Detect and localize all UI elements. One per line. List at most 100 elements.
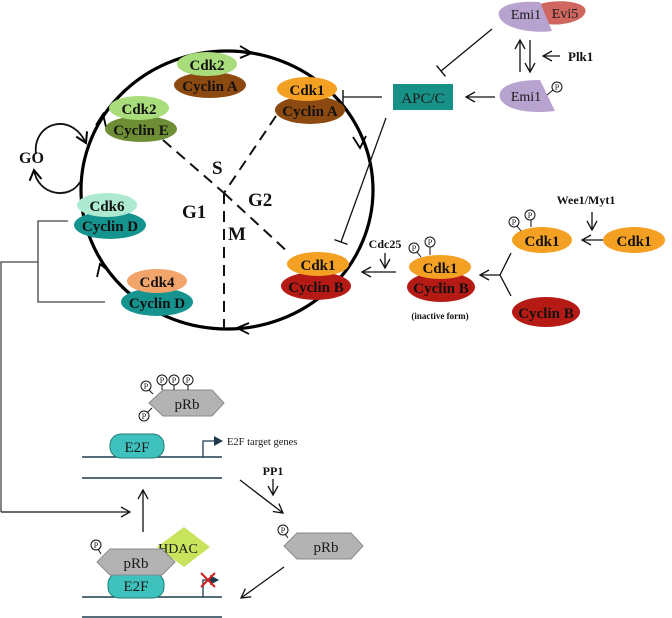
emi1-evi5-complex: Emi1 Evi5 [498, 1, 586, 32]
svg-text:P: P [142, 412, 147, 421]
svg-text:Cyclin E: Cyclin E [113, 123, 168, 139]
svg-text:Cdk1: Cdk1 [616, 234, 651, 250]
pp1-label: PP1 [263, 464, 284, 478]
svg-text:P: P [172, 376, 177, 385]
svg-text:P: P [186, 376, 191, 385]
svg-text:Emi1: Emi1 [511, 90, 541, 105]
hdac-diamond [157, 527, 210, 567]
dna-repressed: HDAC E2F pRb P [82, 527, 222, 618]
svg-text:P: P [144, 382, 149, 391]
svg-text:P: P [160, 376, 165, 385]
apc-c-box: APC/C [393, 84, 453, 110]
complex-cdk1-cyclin-b: Cdk1 Cyclin B [281, 252, 351, 300]
wee1-myt1-label: Wee1/Myt1 [557, 193, 616, 207]
svg-text:APC/C: APC/C [401, 91, 444, 107]
svg-text:P: P [281, 526, 286, 535]
svg-text:P: P [428, 238, 433, 247]
svg-text:Cyclin A: Cyclin A [182, 79, 238, 95]
svg-text:Cyclin D: Cyclin D [129, 296, 185, 312]
svg-text:P: P [412, 244, 417, 253]
cycle-arrow-right [352, 135, 367, 150]
cdk1-ellipse [277, 77, 337, 101]
cyclin-b-free: Cyclin B [512, 297, 580, 327]
prb-hyperphospho: pRb P P P P P [138, 374, 225, 422]
phase-label-g1: G1 [182, 202, 206, 223]
e2f-box [109, 433, 165, 459]
svg-text:Cdk6: Cdk6 [89, 199, 125, 215]
plk1-label: Plk1 [568, 49, 593, 64]
svg-text:Cdk1: Cdk1 [422, 261, 457, 277]
target-genes-label: E2F target genes [227, 437, 297, 448]
emi1-phospho: Emi1 P [499, 80, 563, 112]
cycle-arrow-upper-left [95, 111, 107, 128]
complex-cdk2-cyclin-e: Cdk2 Cyclin E [105, 96, 177, 142]
cdk6-ellipse [77, 193, 137, 217]
svg-text:Cyclin B: Cyclin B [413, 281, 468, 297]
svg-text:Cdk2: Cdk2 [189, 58, 224, 74]
cyclin-d-ellipse [74, 211, 146, 239]
cyclin-b-ellipse [281, 272, 351, 300]
phase-label-s: S [212, 158, 223, 179]
cyclin-d-ellipse [121, 288, 193, 316]
svg-text:Cyclin D: Cyclin D [82, 219, 138, 235]
svg-text:pRb: pRb [174, 397, 199, 413]
svg-text:P: P [94, 541, 99, 550]
prb-hypophospho: pRb P [277, 524, 364, 560]
block-x-icon [200, 572, 216, 588]
phase-label-m: M [228, 224, 246, 245]
cycle-arrow-top [239, 45, 255, 59]
svg-text:Cdk4: Cdk4 [139, 275, 175, 291]
complex-cdk1-cyclin-a: Cdk1 Cyclin A [275, 77, 345, 124]
emi1-evi5-inhibits-apc [436, 28, 493, 77]
svg-text:Cyclin A: Cyclin A [282, 104, 338, 120]
cdk1-free: Cdk1 [603, 227, 665, 253]
dephospho-arrow [239, 479, 285, 514]
svg-text:pRb: pRb [123, 556, 148, 572]
complex-cdk4-cyclin-d: Cdk4 Cyclin D [121, 269, 193, 316]
svg-text:Evi5: Evi5 [552, 7, 578, 22]
svg-text:E2F: E2F [123, 579, 148, 595]
svg-text:P: P [555, 83, 560, 92]
complex-cdk2-cyclin-a: Cdk2 Cyclin A [174, 52, 246, 98]
cycle-arrow-bottom [234, 322, 250, 335]
rebinding-arrow [239, 566, 285, 599]
apc-inhibits-cdk1-cyclin-b [334, 117, 387, 246]
svg-text:P: P [512, 218, 517, 227]
cyclin-d-bracket [0, 220, 132, 518]
svg-text:Cdk1: Cdk1 [289, 83, 324, 99]
cyclin-a-ellipse [275, 96, 345, 124]
merge-lines [499, 252, 512, 297]
cdk1-cyclin-b-inactive: Cdk1 Cyclin B P P [407, 236, 475, 302]
g0-loop [28, 123, 89, 194]
cell-cycle-circle [79, 45, 375, 335]
inactive-form-label: (inactive form) [411, 311, 468, 321]
cdk2-ellipse [109, 96, 169, 120]
cdk1-ellipse [287, 252, 349, 276]
svg-text:Cdk1: Cdk1 [524, 234, 559, 250]
svg-text:Cdk1: Cdk1 [300, 258, 335, 274]
transcription-start-arrow [202, 436, 223, 457]
cdk4-ellipse [127, 269, 187, 293]
svg-text:E2F: E2F [124, 440, 149, 456]
dna-active: E2F E2F target genes [82, 433, 297, 479]
svg-text:P: P [528, 211, 533, 220]
phase-label-g0: GO [19, 150, 44, 167]
cdk2-ellipse [177, 52, 237, 76]
cycle-arrow-left [96, 262, 111, 278]
svg-text:pRb: pRb [313, 540, 338, 556]
svg-text:Cyclin B: Cyclin B [288, 280, 343, 296]
phase-dividers [162, 115, 291, 330]
phase-label-g2: G2 [248, 190, 272, 211]
complex-cdk6-cyclin-d: Cdk6 Cyclin D [74, 193, 146, 239]
cdk1-phospho: Cdk1 P P [508, 209, 572, 253]
svg-text:HDAC: HDAC [158, 542, 198, 557]
evi5-shape [540, 1, 586, 25]
svg-text:Cdk2: Cdk2 [121, 102, 156, 118]
cyclin-a-ellipse [174, 72, 246, 98]
emi1-shape [499, 80, 555, 112]
cyclin-e-ellipse [105, 116, 177, 142]
svg-text:Cyclin B: Cyclin B [518, 306, 573, 322]
svg-text:Emi1: Emi1 [511, 8, 541, 23]
emi1-shape [498, 1, 552, 32]
